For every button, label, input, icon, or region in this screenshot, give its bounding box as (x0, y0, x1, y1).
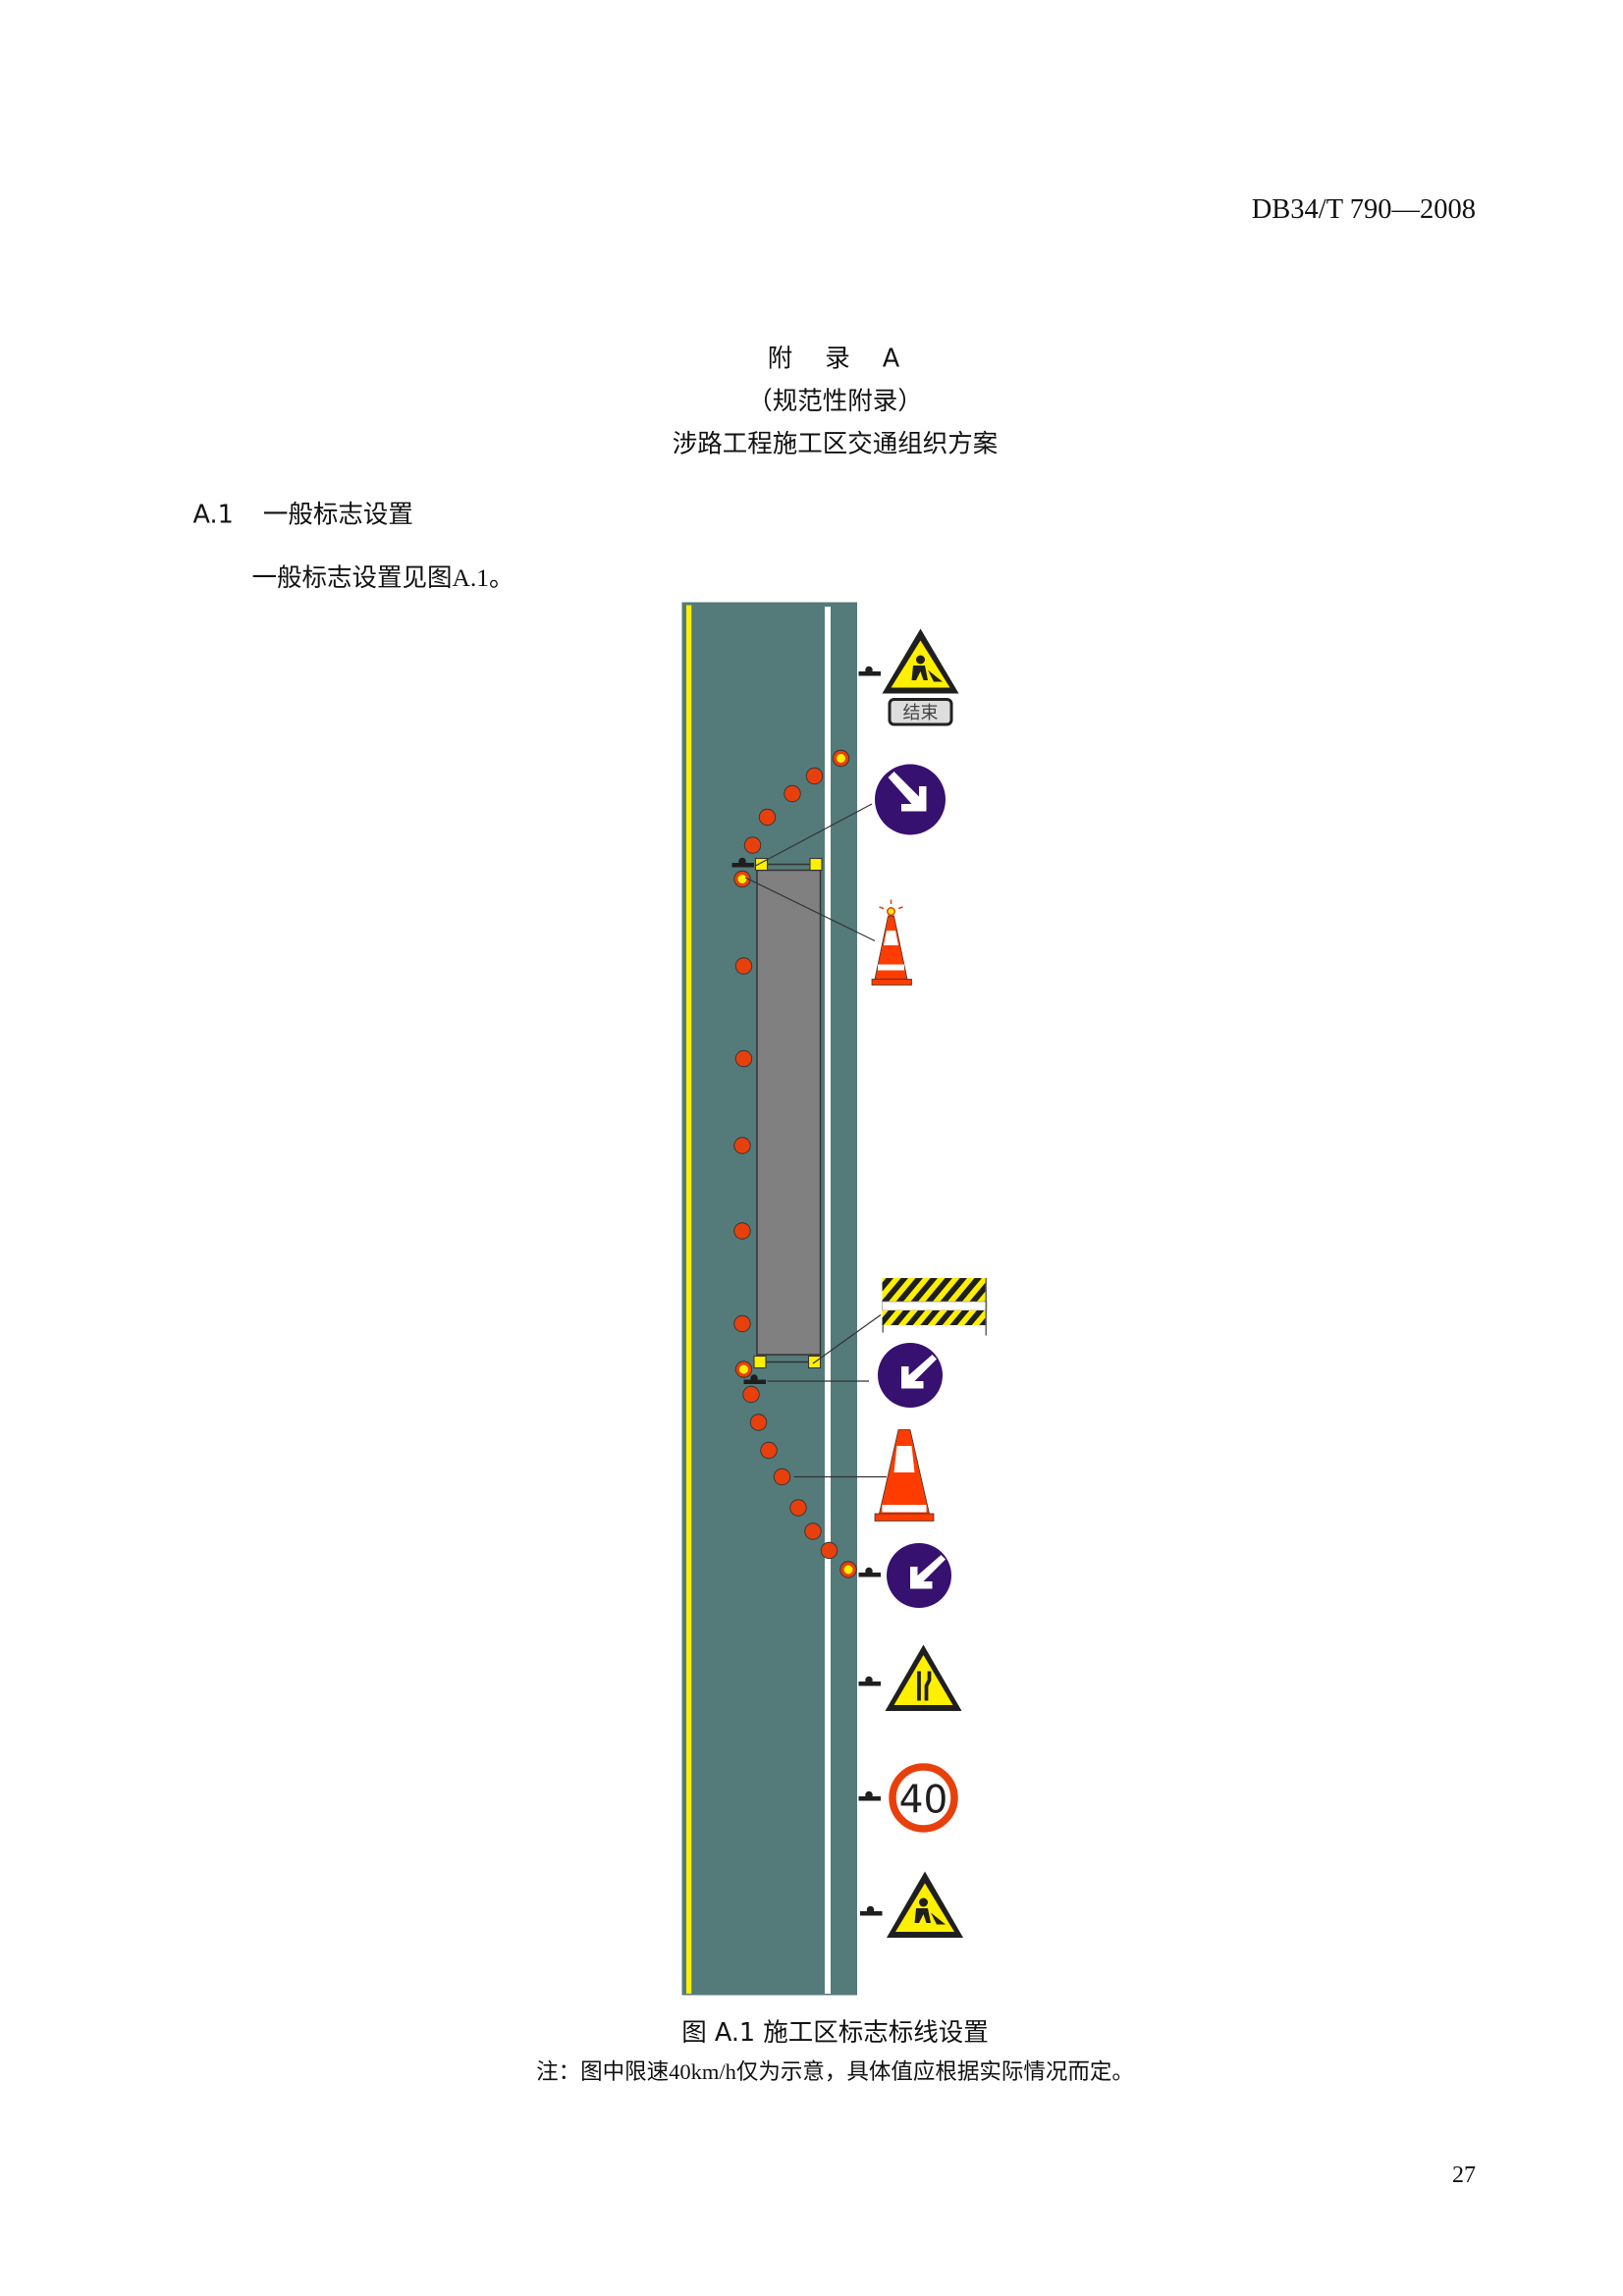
body-paragraph: 一般标志设置见图A.1。 (251, 563, 514, 593)
cone-marker (789, 1499, 807, 1517)
appendix-label-part: 录 (825, 345, 853, 374)
warning-lamp (837, 754, 845, 763)
appendix-type: （规范性附录） (747, 387, 923, 417)
sign-post-marker (743, 1374, 766, 1384)
warning-light (753, 1355, 767, 1369)
section-number: A.1 (192, 501, 234, 530)
end-plate-text: 结束 (903, 703, 939, 723)
appendix-title: 涉路工程施工区交通组织方案 (672, 430, 999, 459)
cone-marker (760, 1441, 778, 1460)
lane-narrows-sign (885, 1644, 962, 1711)
road-work-end-sign: 结束 (882, 628, 959, 726)
sign-post-marker (858, 666, 881, 676)
leader-lines (744, 803, 887, 1478)
warning-lamp (739, 1364, 748, 1374)
cone-marker (734, 1049, 753, 1068)
section-heading: A.1 一般标志设置 (192, 494, 413, 530)
cone-marker (749, 1414, 768, 1431)
cone-marker (805, 767, 824, 785)
work-area (756, 869, 822, 1356)
cone-marker (742, 1385, 760, 1404)
sign-post-marker (860, 1905, 883, 1916)
appendix-label-part: A (882, 345, 903, 374)
cone-marker (733, 1314, 751, 1333)
sign-post-marker (858, 1790, 881, 1801)
cone-marker (733, 1222, 751, 1240)
cone-marker (804, 1522, 822, 1540)
keep-left-sign (887, 1543, 951, 1608)
traffic-cone (874, 1429, 935, 1522)
speed-limit-sign: 40 (889, 1763, 958, 1833)
cone-marker (758, 808, 777, 827)
document-code: DB34/T 790—2008 (1251, 194, 1476, 226)
section-title: 一般标志设置 (262, 501, 413, 530)
cone-marker (734, 957, 753, 975)
lighted-cone (871, 899, 912, 986)
page-number: 27 (1452, 2163, 1476, 2189)
sign-post-marker (858, 1567, 881, 1577)
barrier (882, 1278, 988, 1336)
cone-marker (784, 784, 801, 803)
warning-lamp (737, 875, 747, 883)
sign-post-marker (858, 1676, 881, 1686)
keep-right-sign (875, 764, 946, 835)
white-lane-line (825, 607, 831, 1994)
cone-marker (820, 1541, 839, 1560)
yellow-center-line (686, 605, 692, 1994)
keep-left-sign (878, 1343, 943, 1408)
speed-limit-value: 40 (899, 1779, 948, 1823)
cone-marker (743, 836, 762, 854)
appendix-label-part: 附 (767, 345, 796, 374)
cone-marker (773, 1468, 791, 1486)
warning-lamp (843, 1565, 853, 1575)
road-work-sign (887, 1871, 963, 1938)
cone-marker (733, 1137, 751, 1154)
warning-light (809, 857, 823, 872)
figure-note: 注：图中限速40km/h仅为示意，具体值应根据实际情况而定。 (536, 2061, 1134, 2085)
figure-caption: 图 A.1 施工区标志标线设置 (681, 2018, 989, 2049)
sign-post-marker (731, 857, 754, 868)
